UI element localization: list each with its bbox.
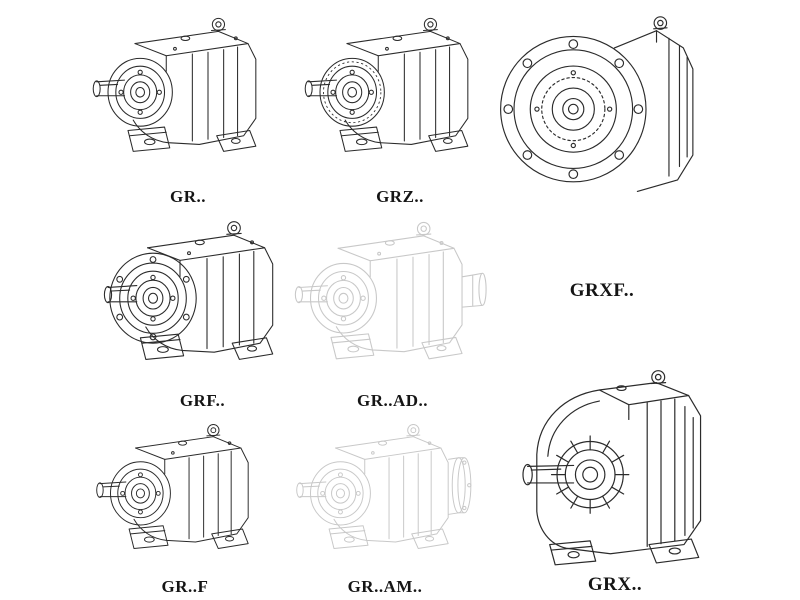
gearbox-label-gr-f: GR..F: [161, 577, 209, 596]
gearbox-drawing-gr-f-foot-mounted: [96, 424, 249, 549]
figure-grxf: GRXF..: [492, 2, 712, 302]
figure-gr-am: GR..AM..: [285, 414, 485, 598]
gearbox-drawing-grxf-flange-mounted: [500, 16, 694, 192]
gearbox-label-grx: GRX..: [587, 574, 643, 595]
gearbox-label-grxf: GRXF..: [569, 280, 635, 301]
gearbox-drawing-grz-foot-mounted: [300, 2, 500, 186]
figure-grz: GRZ..: [300, 2, 500, 208]
figure-grf: GRF..: [95, 210, 310, 412]
gearbox-drawing-gr-foot-mounted: [92, 17, 257, 152]
figure-grx: GRX..: [500, 300, 730, 596]
gearbox-drawing-gr-am-motor-flange: [285, 414, 485, 576]
gearbox-label-gr: GR..: [170, 187, 206, 206]
figure-gr: GR..: [88, 2, 288, 208]
gearbox-drawing-grf-output-flange: [95, 210, 310, 390]
gearbox-label-gr-ad: GR..AD..: [356, 391, 429, 410]
gearbox-drawing-gr-ad-input-adapter: [290, 210, 495, 390]
gearbox-drawing-grx-foot-mounted: [522, 370, 702, 566]
gearbox-label-grf: GRF..: [179, 391, 226, 410]
gearbox-label-grz: GRZ..: [376, 187, 424, 206]
gearbox-label-gr-am: GR..AM..: [347, 577, 423, 596]
figure-gr-f: GR..F: [85, 414, 285, 598]
figure-gr-ad: GR..AD..: [290, 210, 495, 412]
